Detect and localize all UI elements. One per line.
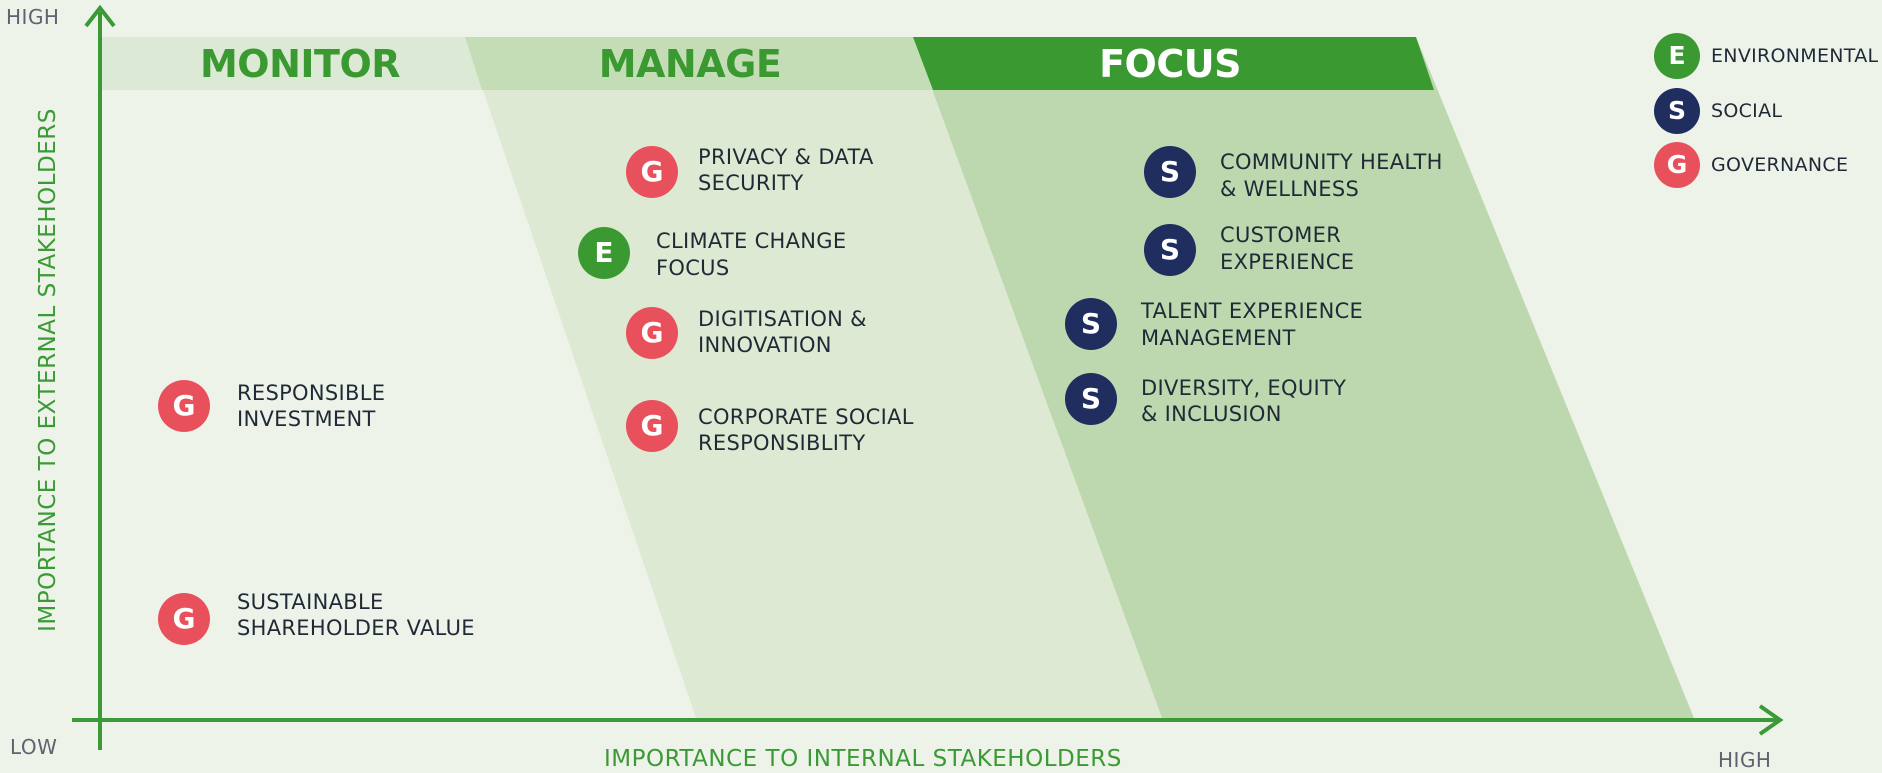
governance-badge-icon: G: [626, 146, 678, 198]
legend-governance-icon: G: [1654, 142, 1700, 188]
x-axis-low-label: LOW: [10, 735, 58, 759]
zone-title-focus: FOCUS: [1099, 42, 1241, 86]
focus-zone: [913, 37, 1694, 718]
x-axis-title: IMPORTANCE TO INTERNAL STAKEHOLDERS: [604, 746, 1122, 772]
manage-zone: [465, 37, 1162, 718]
topic-label-line-2: & INCLUSION: [1141, 402, 1282, 426]
focus-band: [913, 37, 1434, 90]
topic-label-line-2: RESPONSIBLITY: [698, 431, 866, 455]
y-axis-title: IMPORTANCE TO EXTERNAL STAKEHOLDERS: [35, 108, 61, 632]
manage-band: [465, 37, 933, 90]
legend-social-icon: S: [1654, 88, 1700, 134]
topic-label-line-2: FOCUS: [656, 256, 730, 280]
topic-label-line-2: SHAREHOLDER VALUE: [237, 616, 475, 640]
topic-label-line-1: CORPORATE SOCIAL: [698, 405, 914, 429]
topic-label-line-2: INVESTMENT: [237, 407, 376, 431]
social-badge-icon: S: [1065, 298, 1117, 350]
legend-environmental-icon: E: [1654, 33, 1700, 79]
topic-label-line-1: COMMUNITY HEALTH: [1220, 150, 1443, 174]
governance-badge-icon: G: [158, 593, 210, 645]
topic-label-line-1: DIVERSITY, EQUITY: [1141, 376, 1347, 400]
topic-label-line-2: EXPERIENCE: [1220, 250, 1355, 274]
topic-label-line-2: SECURITY: [698, 171, 804, 195]
zone-title-manage: MANAGE: [598, 42, 782, 86]
governance-badge-icon: G: [626, 400, 678, 452]
environmental-badge-icon: E: [578, 227, 630, 279]
social-badge-icon: S: [1065, 373, 1117, 425]
y-axis-arrowhead: [84, 4, 116, 28]
topic-label-line-1: TALENT EXPERIENCE: [1141, 299, 1364, 323]
topic-label-line-2: & WELLNESS: [1220, 177, 1360, 201]
governance-badge-icon: G: [158, 380, 210, 432]
x-axis-high-label: HIGH: [1718, 748, 1772, 772]
social-badge-icon: S: [1144, 224, 1196, 276]
topic-label-line-1: CUSTOMER: [1220, 223, 1342, 247]
governance-badge-icon: G: [626, 307, 678, 359]
legend-social-label: SOCIAL: [1711, 100, 1783, 122]
zone-title-monitor: MONITOR: [199, 42, 401, 86]
legend-environmental-label: ENVIRONMENTAL: [1711, 45, 1879, 67]
topic-label-line-2: INNOVATION: [698, 333, 832, 357]
topic-label-line-1: PRIVACY & DATA: [698, 145, 874, 169]
social-badge-icon: S: [1144, 146, 1196, 198]
topic-label-line-1: RESPONSIBLE: [237, 381, 386, 405]
y-axis-high-label: HIGH: [6, 5, 60, 29]
topic-label-line-1: SUSTAINABLE: [237, 590, 384, 614]
monitor-band: [100, 37, 482, 90]
topic-label-line-1: DIGITISATION &: [698, 307, 867, 331]
legend-governance-label: GOVERNANCE: [1711, 154, 1849, 176]
topic-label-line-1: CLIMATE CHANGE: [656, 229, 847, 253]
x-axis-arrowhead: [1758, 704, 1784, 736]
topic-label-line-2: MANAGEMENT: [1141, 326, 1296, 350]
